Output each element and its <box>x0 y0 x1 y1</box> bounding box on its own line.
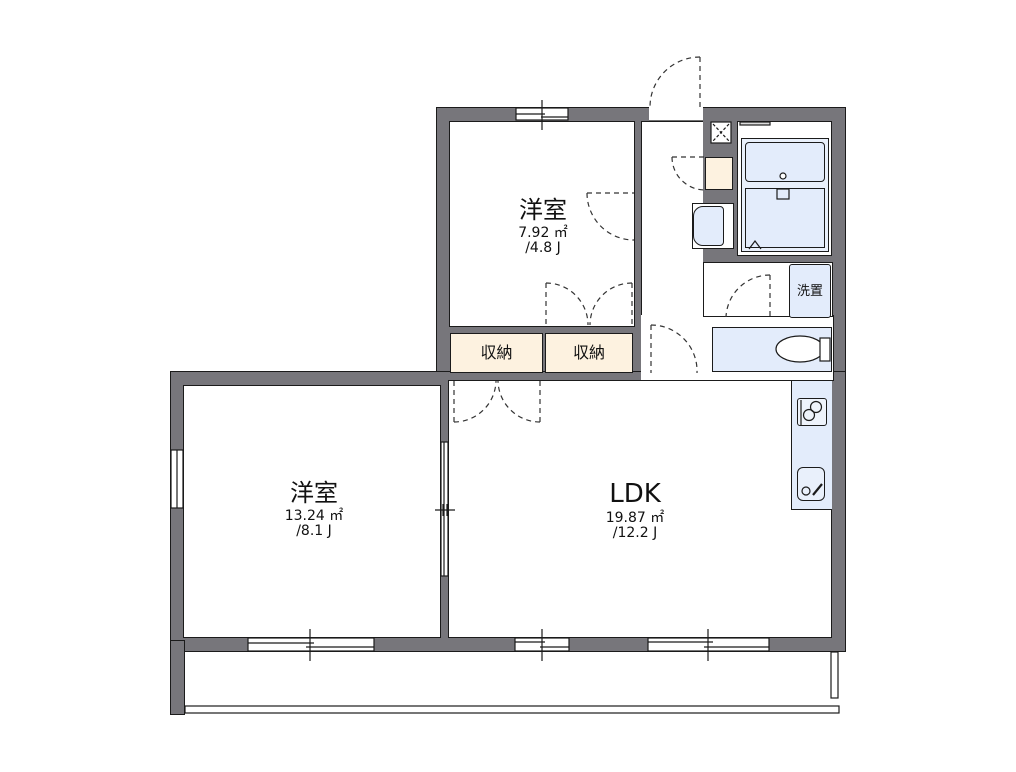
room-name: 洋室 <box>519 196 567 224</box>
laundry-space: 洗置 <box>789 264 831 318</box>
room-tatami: /4.8 J <box>525 240 561 256</box>
room-name: LDK <box>609 479 661 509</box>
sink <box>797 467 825 501</box>
stove <box>797 398 827 426</box>
room-tatami: /8.1 J <box>296 523 332 539</box>
room-area: 7.92 ㎡ <box>518 225 568 241</box>
room-area: 13.24 ㎡ <box>284 508 344 524</box>
room-tatami: /12.2 J <box>612 525 658 541</box>
closet-label: 収納 <box>572 343 605 362</box>
room-label-ldk: LDK 19.87 ㎡ /12.2 J <box>576 481 694 541</box>
washbasin-bowl <box>693 206 724 246</box>
closet-label: 収納 <box>480 343 513 362</box>
room-name: 洋室 <box>290 479 338 507</box>
bathtub-basin <box>745 142 825 182</box>
room-area: 19.87 ㎡ <box>605 510 665 526</box>
shoe-cabinet <box>705 157 733 190</box>
toilet-room <box>712 327 832 372</box>
room-label-western-north: 洋室 7.92 ㎡ /4.8 J <box>484 198 602 256</box>
shower-floor <box>745 188 825 248</box>
wall-balcony-left <box>170 640 185 715</box>
closet-1: 収納 <box>450 333 543 373</box>
room-label-western-west: 洋室 13.24 ㎡ /8.1 J <box>255 481 373 539</box>
closet-2: 収納 <box>545 333 633 373</box>
room-western-west <box>183 385 441 638</box>
room-ldk <box>448 380 832 638</box>
laundry-label: 洗置 <box>796 284 823 299</box>
